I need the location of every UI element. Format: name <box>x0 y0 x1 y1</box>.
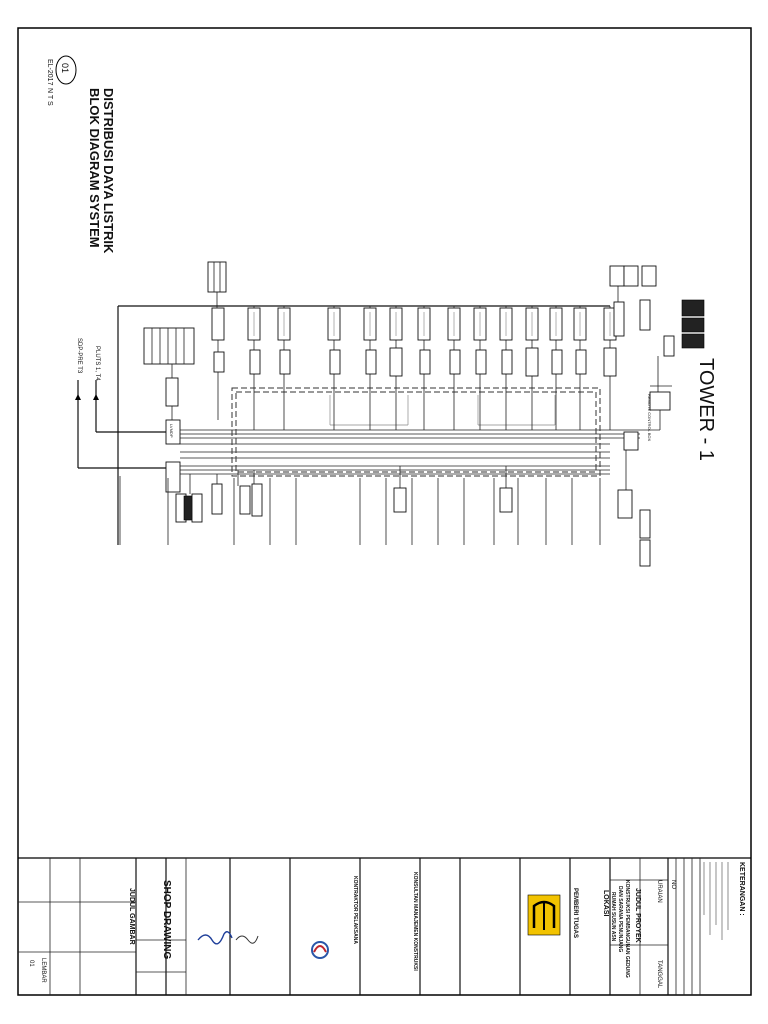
drawing-title-block: 01 EL-2017 N T S BLOK DIAGRAM SYSTEM DIS… <box>46 55 116 254</box>
tower-label: TOWER - 1 <box>695 358 717 461</box>
title-block: NO URAIAN TANGGAL JUDUL PROYEK KONSTRUKS… <box>18 858 745 995</box>
col-date: TANGGAL <box>656 960 662 989</box>
drawing-title-heading: JUDUL GAMBAR <box>128 888 135 945</box>
sheet-border <box>17 27 752 996</box>
tower-label-group: TOWER - 1 <box>695 358 717 461</box>
consultant-heading: KONSULTAN MANAJEMEN KONSTRUKSI <box>412 872 418 971</box>
job-heading: JUDUL PROYEK <box>634 888 641 943</box>
job-line-1: KONSTRUKSI PEMBANGUNAN GEDUNG <box>624 880 630 978</box>
sheet-type: SHOP DRAWING <box>161 880 172 959</box>
signature-1 <box>197 931 233 945</box>
drawing-number: 01 <box>60 63 70 73</box>
contractor-heading: KONTRAKTOR PELAKSANA <box>352 876 358 944</box>
lvmdp-label: LVMDP <box>169 424 174 438</box>
drawing-code: EL-2017 <box>46 59 53 86</box>
remote-control-label: REMOTE CONTROL BOX <box>647 394 652 442</box>
floor-feeders <box>119 476 651 567</box>
drawing-scale: N T S <box>46 88 53 106</box>
col-no: NO <box>670 880 676 889</box>
consultant-logo <box>311 941 329 959</box>
main-distribution: LVMDP <box>143 261 263 523</box>
transformer-genset: REMOTE CONTROL BOX <box>623 299 705 451</box>
drawing-title-line1: BLOK DIAGRAM SYSTEM <box>87 88 102 248</box>
col-desc: URAIAN <box>656 880 662 903</box>
job-line-3: RUMAH SUSUN ASN <box>610 892 616 942</box>
sheet-no: 01 <box>28 960 34 967</box>
riser-panels <box>247 265 657 430</box>
owner-heading: PEMBERI TUGAS <box>572 888 578 938</box>
signature-2 <box>235 935 259 944</box>
ministry-logo <box>527 894 561 936</box>
location-heading: LOKASI <box>602 890 609 917</box>
supply-inputs: PLUTS 1, T4 SDP-PRE T3 <box>75 338 168 469</box>
sheet-no-label: LEMBAR <box>40 958 46 983</box>
bus-lines <box>117 305 640 545</box>
micro-text-marks <box>253 312 611 336</box>
drawing-title-line2: DISTRIBUSI DAYA LISTRIK <box>101 88 116 254</box>
supply-label-1: PLUTS 1, T4 <box>94 346 100 381</box>
drawing-number-bubble <box>55 55 77 85</box>
job-line-2: DAN SARANA PENUNJANG <box>617 886 623 952</box>
notes-heading: KETERANGAN : <box>738 862 745 916</box>
supply-label-2: SDP-PRE T3 <box>76 338 82 374</box>
